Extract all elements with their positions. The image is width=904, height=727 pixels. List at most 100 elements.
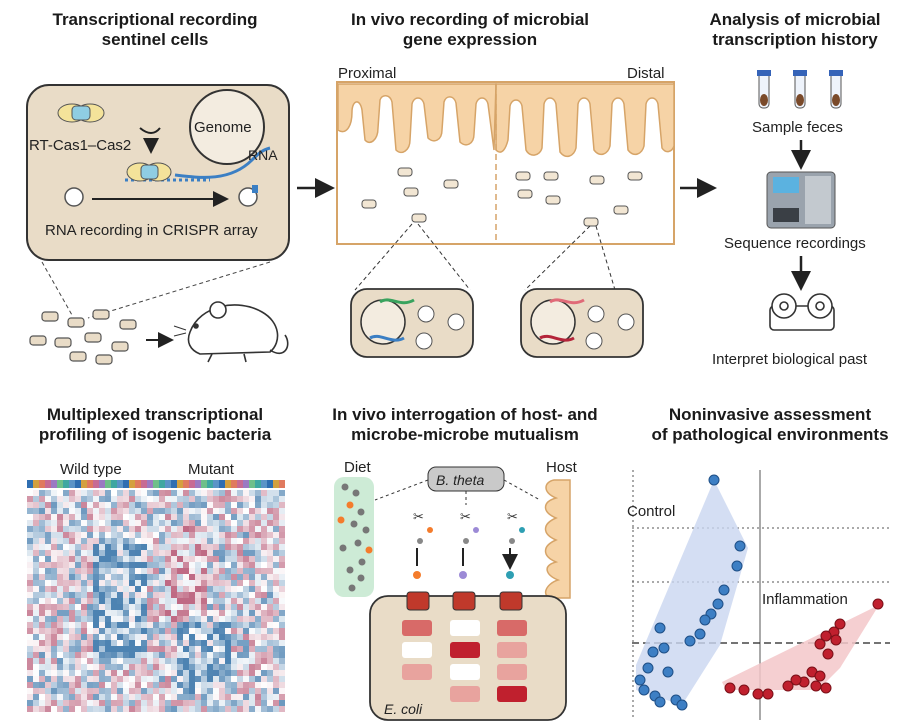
heatmap-cell xyxy=(93,634,99,640)
heatmap-cell xyxy=(201,682,207,688)
heatmap-cell xyxy=(123,598,129,604)
heatmap-cell xyxy=(237,586,243,592)
heatmap-cell xyxy=(273,580,279,586)
heatmap-cell xyxy=(225,568,231,574)
heatmap-cell xyxy=(141,658,147,664)
heatmap-cell xyxy=(87,544,93,550)
heatmap-cell xyxy=(93,520,99,526)
heatmap-cell xyxy=(261,628,267,634)
heatmap-cell xyxy=(243,634,249,640)
heatmap-cell xyxy=(39,634,45,640)
heatmap-cell xyxy=(141,634,147,640)
heatmap-cell xyxy=(225,598,231,604)
heatmap-cell xyxy=(249,562,255,568)
heatmap-cell xyxy=(189,520,195,526)
heatmap-cell xyxy=(93,706,99,712)
heatmap-cell xyxy=(201,622,207,628)
heatmap-cell xyxy=(177,604,183,610)
heatmap-cell xyxy=(237,676,243,682)
heatmap-cell xyxy=(141,526,147,532)
heatmap-cell xyxy=(51,556,57,562)
recording-caption: RNA recording in CRISPR array xyxy=(45,222,258,239)
heatmap-cell xyxy=(27,562,33,568)
heatmap-cell xyxy=(177,616,183,622)
heatmap-colorbar-cell xyxy=(261,480,267,488)
heatmap-cell xyxy=(201,538,207,544)
heatmap-cell xyxy=(201,646,207,652)
heatmap-cell xyxy=(141,496,147,502)
heatmap-cell xyxy=(87,676,93,682)
heatmap-cell xyxy=(237,634,243,640)
heatmap-cell xyxy=(81,562,87,568)
heatmap-cell xyxy=(159,664,165,670)
heatmap-cell xyxy=(141,598,147,604)
heatmap-cell xyxy=(219,664,225,670)
heatmap-cell xyxy=(147,490,153,496)
heatmap-cell xyxy=(177,682,183,688)
heatmap-cell xyxy=(249,706,255,712)
heatmap-cell xyxy=(183,652,189,658)
heatmap-cell xyxy=(153,538,159,544)
heatmap-cell xyxy=(135,556,141,562)
heatmap-cell xyxy=(63,538,69,544)
heatmap-cell xyxy=(45,634,51,640)
heatmap-cell xyxy=(255,544,261,550)
heatmap-cell xyxy=(129,670,135,676)
diet-atom xyxy=(341,483,349,491)
heatmap-cell xyxy=(27,502,33,508)
heatmap-cell xyxy=(111,628,117,634)
heatmap-cell xyxy=(57,508,63,514)
heatmap-cell xyxy=(99,628,105,634)
heatmap-cell xyxy=(87,628,93,634)
heatmap-cell xyxy=(279,538,285,544)
heatmap-cell xyxy=(195,622,201,628)
heatmap-cell xyxy=(39,574,45,580)
heatmap-cell xyxy=(93,598,99,604)
heatmap-cell xyxy=(93,508,99,514)
heatmap-cell xyxy=(93,556,99,562)
diet-molecules xyxy=(337,483,373,592)
heatmap-cell xyxy=(135,538,141,544)
heatmap-cell xyxy=(33,598,39,604)
heatmap-cell xyxy=(69,634,75,640)
heatmap-cell xyxy=(81,688,87,694)
heatmap-cell xyxy=(273,610,279,616)
heatmap-cell xyxy=(177,514,183,520)
heatmap-cell xyxy=(105,532,111,538)
heatmap-cell xyxy=(87,550,93,556)
heatmap-cell xyxy=(75,652,81,658)
heatmap-cell xyxy=(135,514,141,520)
heatmap-cell xyxy=(255,700,261,706)
heatmap-cell xyxy=(129,700,135,706)
heatmap-cell xyxy=(69,688,75,694)
heatmap-cell xyxy=(27,598,33,604)
heatmap-cell xyxy=(129,532,135,538)
heatmap-cell xyxy=(87,556,93,562)
heatmap-cell xyxy=(63,610,69,616)
heatmap-cell xyxy=(195,628,201,634)
heatmap-cell xyxy=(27,490,33,496)
heatmap-cell xyxy=(69,598,75,604)
heatmap-cell xyxy=(237,502,243,508)
heatmap-cell xyxy=(33,688,39,694)
heatmap-cell xyxy=(135,526,141,532)
heatmap-cell xyxy=(231,658,237,664)
heatmap-cell xyxy=(93,562,99,568)
heatmap-cell xyxy=(261,520,267,526)
heatmap-cell xyxy=(195,544,201,550)
heatmap-cell xyxy=(225,526,231,532)
heatmap-cell xyxy=(33,640,39,646)
heatmap-cell xyxy=(183,592,189,598)
heatmap-cell xyxy=(63,646,69,652)
heatmap-cell xyxy=(231,586,237,592)
heatmap-cell xyxy=(195,604,201,610)
heatmap-cell xyxy=(57,550,63,556)
heatmap-cell xyxy=(153,640,159,646)
heatmap-cell xyxy=(201,496,207,502)
heatmap-cell xyxy=(183,706,189,712)
heatmap-cell xyxy=(129,676,135,682)
heatmap-cell xyxy=(63,658,69,664)
heatmap-cell xyxy=(237,646,243,652)
heatmap-cell xyxy=(57,652,63,658)
heatmap-cell xyxy=(39,520,45,526)
